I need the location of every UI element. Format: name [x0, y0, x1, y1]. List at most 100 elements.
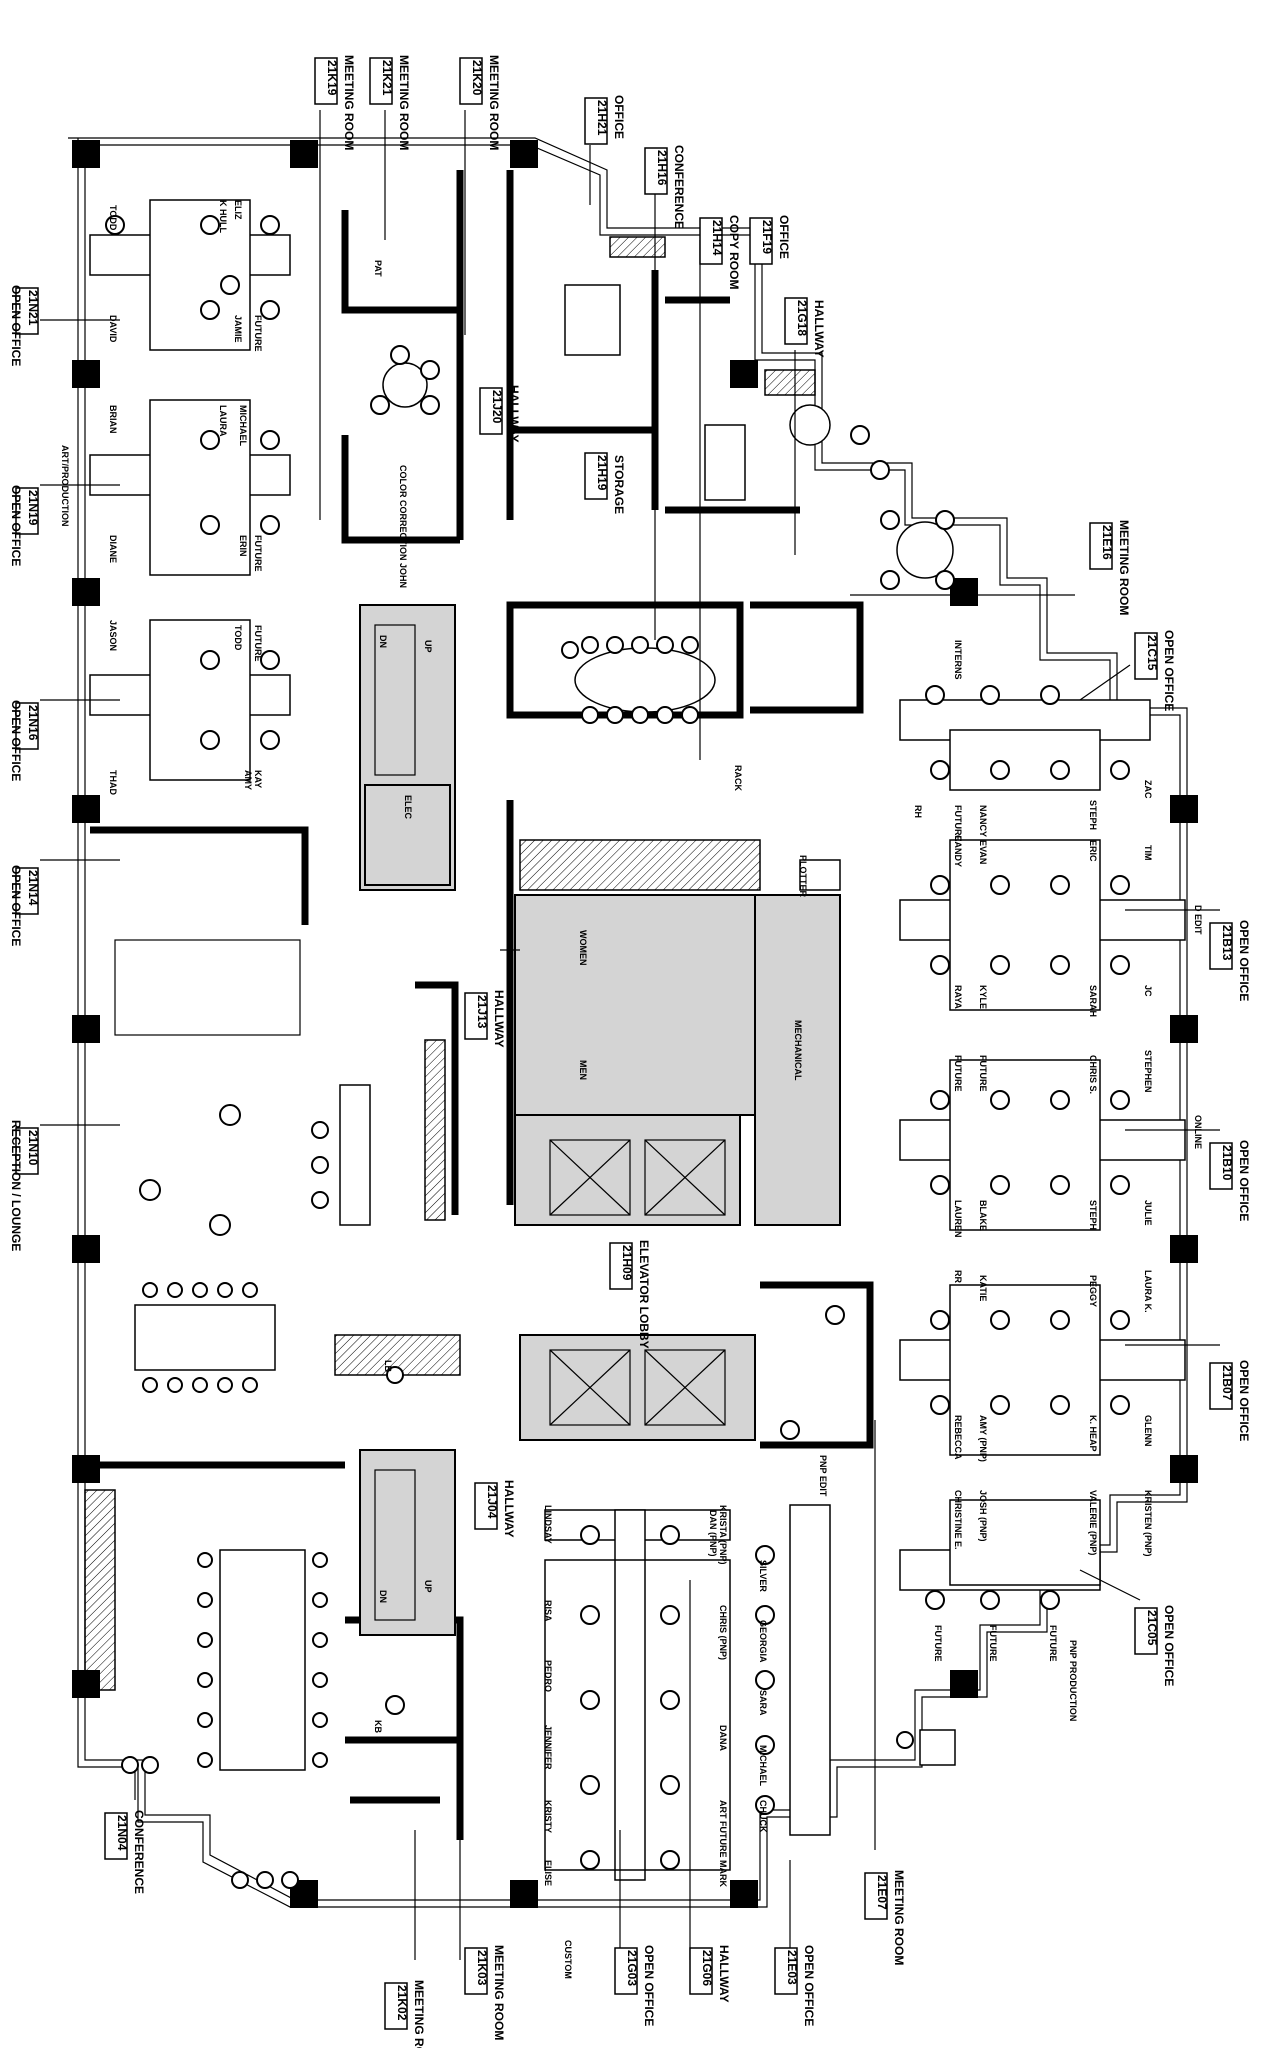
- stair-treads: [114, 624, 416, 1621]
- area-label-pnp-production: PNP PRODUCTION: [1068, 1640, 1078, 1721]
- room-name-label: HALLWAY: [717, 1945, 731, 2003]
- room-tag-box: [749, 217, 773, 265]
- room-tag-box: [15, 1127, 39, 1175]
- occupant-label: TIM: [1143, 845, 1153, 861]
- room-callouts: [40, 110, 1220, 1960]
- occupant-label: LAURA: [218, 405, 228, 437]
- stair-south: [359, 1449, 456, 1636]
- room-tag-box: [699, 217, 723, 265]
- room-tag-box: [15, 702, 39, 750]
- occupant-label: GLENN: [1143, 1415, 1153, 1447]
- occupant-label: KAY: [253, 770, 263, 788]
- occupant-label: BRIAN: [108, 405, 118, 434]
- room-code-label: 21C05: [1145, 1610, 1159, 1646]
- area-label-men: MEN: [578, 1060, 588, 1080]
- occupant-label: CUSTOM: [563, 1940, 573, 1979]
- occupant-label: SARA: [758, 1690, 768, 1716]
- room-name-label: OPEN OFFICE: [9, 700, 23, 781]
- room-code-label: 21K20: [470, 60, 484, 96]
- room-name-label: OPEN OFFICE: [9, 285, 23, 366]
- occupant-label: MARK: [718, 1860, 728, 1887]
- occupant-label: FUTURE: [988, 1625, 998, 1662]
- occupant-label: KRISTEN (PNP): [1143, 1490, 1153, 1557]
- occupant-label: KRISTY: [543, 1800, 553, 1833]
- occupant-label: RAYA: [953, 985, 963, 1009]
- room-tag-box: [1089, 522, 1113, 570]
- occupant-label: THAD: [108, 770, 118, 795]
- occupant-label: DANA: [718, 1725, 728, 1751]
- occupant-label: KRISTA (PNP): [718, 1505, 728, 1565]
- building-core: [84, 236, 841, 1691]
- room-tag-box: [464, 992, 488, 1040]
- room-code-label: 21K19: [325, 60, 339, 96]
- occupant-label: LAURA K.: [1143, 1270, 1153, 1313]
- chairs: [105, 215, 1130, 1889]
- room-name-label: HALLWAY: [492, 990, 506, 1048]
- area-label-lb: LB: [383, 1360, 393, 1372]
- room-tag-box: [474, 1482, 498, 1530]
- room-code-label: 21H19: [595, 455, 609, 491]
- room-name-label: HALLWAY: [507, 385, 521, 443]
- occupant-label: K HULL: [218, 200, 228, 233]
- room-name-label: OPEN OFFICE: [642, 1945, 656, 2026]
- occupant-label: CHRISTINE E.: [953, 1490, 963, 1550]
- room-name-label: OFFICE: [777, 215, 791, 259]
- room-code-label: 21E16: [1100, 525, 1114, 560]
- area-label-rack: RACK: [733, 765, 743, 791]
- room-name-label: OPEN OFFICE: [1237, 1140, 1251, 1221]
- room-code-label: 21H09: [620, 1245, 634, 1281]
- room-code-label: 21K02: [395, 1985, 409, 2021]
- room-code-label: 21H16: [655, 150, 669, 186]
- occupant-label: ERIC: [1088, 840, 1098, 862]
- occupant-label: BLAKE: [978, 1200, 988, 1231]
- room-name-label: MEETING ROOM: [892, 1870, 906, 1965]
- occupant-label: AMY: [243, 770, 253, 790]
- occupant-label: CANDY: [953, 835, 963, 867]
- room-name-label: HALLWAY: [502, 1480, 516, 1538]
- room-tag-box: [104, 1812, 128, 1860]
- room-tag-box: [1209, 1362, 1233, 1410]
- room-tag-box: [644, 147, 668, 195]
- mechanical-room: [754, 894, 841, 1226]
- room-code-label: 21G18: [795, 300, 809, 336]
- room-tag-box: [584, 97, 608, 145]
- occupant-label: NANCY: [978, 805, 988, 837]
- room-tag-box: [1134, 1607, 1158, 1655]
- elec-room: [364, 784, 451, 886]
- structural-columns: [72, 140, 1198, 1908]
- room-name-label: MEETING ROOM: [492, 1945, 506, 2040]
- room-name-label: OFFICE: [612, 95, 626, 139]
- elevator-bank-north: [514, 1114, 741, 1226]
- room-code-label: 21N16: [26, 705, 40, 741]
- occupant-label: JASON: [108, 620, 118, 651]
- occupant-label: JENNIFER: [543, 1725, 553, 1770]
- elevator-bank-south: [519, 1334, 756, 1441]
- occupant-label: AMY (PNP): [978, 1415, 988, 1462]
- occupant-label: JAMIE: [233, 315, 243, 343]
- room-name-label: STORAGE: [612, 455, 626, 514]
- room-code-label: 21K03: [475, 1950, 489, 1986]
- occupant-label: PEGGY: [1088, 1275, 1098, 1307]
- room-code-label: 21E07: [875, 1875, 889, 1910]
- room-code-label: 21N04: [115, 1815, 129, 1851]
- room-tag-box: [784, 297, 808, 345]
- occupant-label: ELIZ: [233, 200, 243, 220]
- room-tag-box: [584, 452, 608, 500]
- occupant-label: CHRIS (PNP): [718, 1605, 728, 1660]
- occupant-label: INTERNS: [953, 640, 963, 680]
- occupant-label: K. HEAP: [1088, 1415, 1098, 1452]
- conference-table: [574, 647, 716, 713]
- occupant-label: RISA: [543, 1600, 553, 1622]
- occupant-label: FUTURE: [978, 1055, 988, 1092]
- room-code-label: 21N10: [26, 1130, 40, 1166]
- room-name-label: MEETING ROOM: [342, 55, 356, 150]
- room-name-label: OPEN OFFICE: [9, 485, 23, 566]
- room-tag-box: [1209, 1142, 1233, 1190]
- room-code-label: 21H21: [595, 100, 609, 136]
- occupant-label: STEPH: [1088, 800, 1098, 830]
- occupant-label: LAUREN: [953, 1200, 963, 1238]
- room-name-label: HALLWAY: [812, 300, 826, 358]
- room-code-label: 21G06: [700, 1950, 714, 1986]
